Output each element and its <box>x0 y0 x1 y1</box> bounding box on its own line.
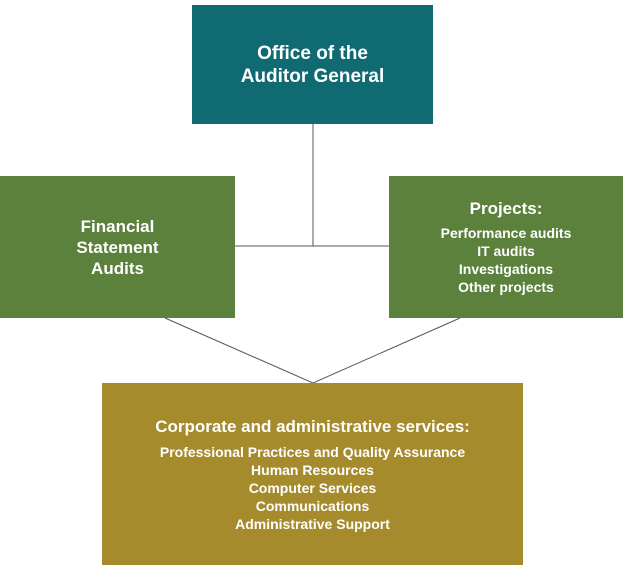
connector-financial-to-corporate <box>164 317 314 384</box>
corporate-item-communications: Communications <box>255 497 370 514</box>
projects-item-performance-audits: Performance audits <box>440 225 572 241</box>
financial-statement-audits-box: Financial Statement Audits <box>0 176 235 318</box>
corporate-item-administrative-support: Administrative Support <box>235 515 390 532</box>
financial-line2: Statement <box>76 237 159 257</box>
projects-title: Projects: <box>469 199 543 218</box>
corporate-title: Corporate and administrative services: <box>155 416 470 436</box>
corporate-item-professional-practices: Professional Practices and Quality Assur… <box>159 443 466 460</box>
connector-projects-to-corporate <box>312 317 461 384</box>
financial-line1: Financial <box>80 216 155 236</box>
corporate-item-human-resources: Human Resources <box>251 461 374 478</box>
corporate-item-computer-services: Computer Services <box>248 479 377 496</box>
projects-item-other-projects: Other projects <box>458 279 554 295</box>
projects-item-it-audits: IT audits <box>477 243 535 259</box>
corporate-services-box: Corporate and administrative services: P… <box>102 383 523 565</box>
auditor-general-line1: Office of the <box>257 42 368 64</box>
projects-box: Projects: Performance audits IT audits I… <box>389 176 623 318</box>
auditor-general-box: Office of the Auditor General <box>192 5 433 124</box>
auditor-general-line2: Auditor General <box>240 65 385 87</box>
projects-item-investigations: Investigations <box>458 261 554 277</box>
financial-line3: Audits <box>91 258 144 278</box>
